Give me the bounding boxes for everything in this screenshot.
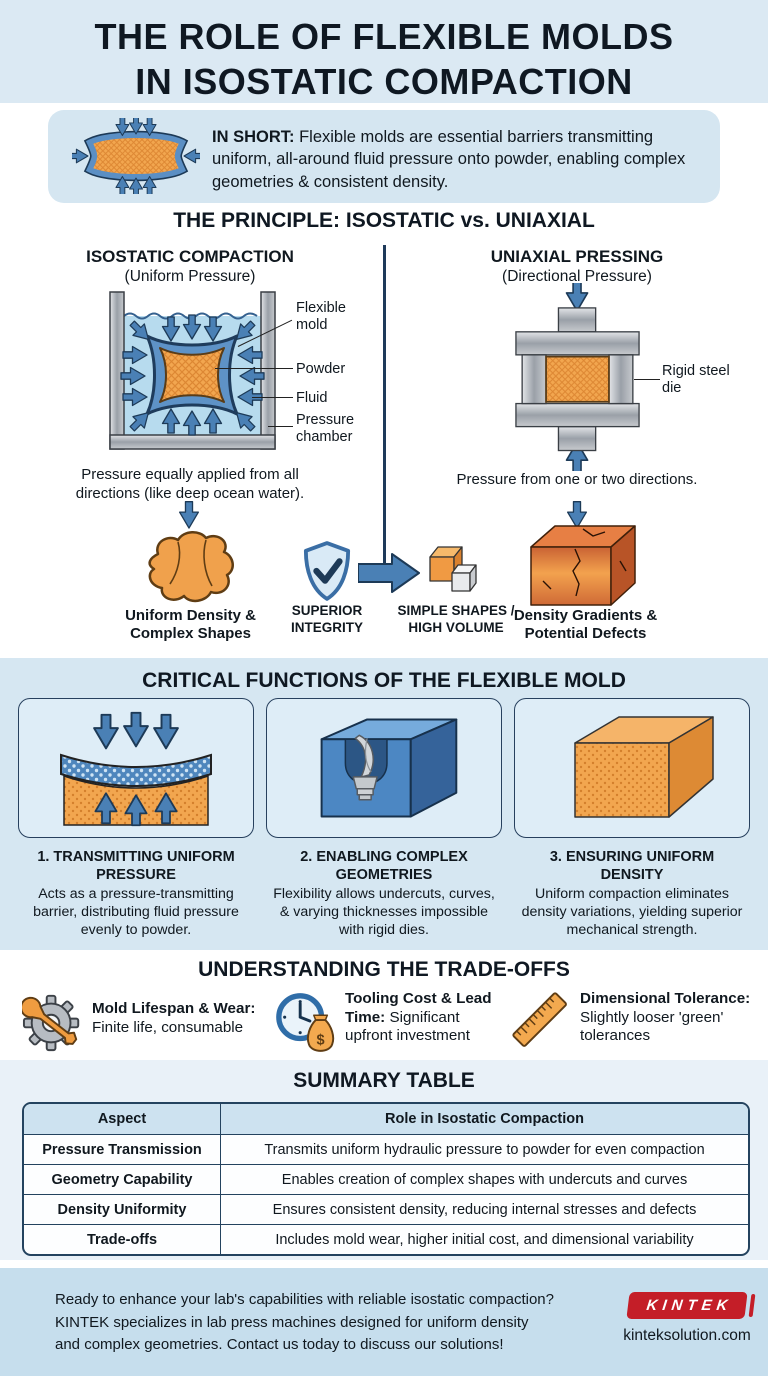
tradeoffs-heading: UNDERSTANDING THE TRADE-OFFS [198, 958, 570, 981]
function-card-title: 2. ENABLING COMPLEX GEOMETRIES [300, 849, 468, 884]
summary-table: Aspect Role in Isostatic Compaction Pres… [22, 1102, 750, 1256]
table-row-role: Includes mold wear, higher initial cost,… [220, 1224, 748, 1254]
table-row-role: Ensures consistent density, reducing int… [220, 1194, 748, 1224]
isostatic-subtitle: (Uniform Pressure) [124, 268, 256, 285]
function-card-3: 3. ENSURING UNIFORM DENSITY Uniform comp… [514, 698, 750, 940]
table-row-aspect: Geometry Capability [24, 1164, 220, 1194]
label-flexible-mold: Flexible mold [296, 300, 346, 333]
leader-rigid-die [634, 379, 660, 380]
page-title: THE ROLE OF FLEXIBLE MOLDS IN ISOSTATIC … [0, 14, 768, 105]
column-divider [383, 245, 386, 565]
dollar-glyph: $ [316, 1032, 324, 1048]
function-card-text: Uniform compaction eliminates density va… [521, 886, 743, 939]
clock-money-icon: $ [276, 993, 335, 1052]
uniaxial-subtitle: (Directional Pressure) [502, 268, 652, 285]
principle-section: THE PRINCIPLE: ISOSTATIC vs. UNIAXIAL IS… [0, 203, 768, 658]
in-short-label: IN SHORT: [212, 128, 295, 146]
table-row-role: Enables creation of complex shapes with … [220, 1164, 748, 1194]
kintek-logo-text: KINTEK [645, 1297, 734, 1314]
isostatic-title: ISOSTATIC COMPACTION [86, 247, 294, 266]
uniform-density-cube-icon [574, 716, 714, 818]
isostatic-diagram [109, 291, 276, 450]
ruler-icon [512, 992, 567, 1047]
label-pressure-chamber: Pressure chamber [296, 412, 355, 445]
function-card-text: Acts as a pressure-transmitting barrier,… [33, 886, 239, 939]
footer: Ready to enhance your lab's capabilities… [0, 1268, 768, 1376]
uniform-pressure-icon [60, 711, 212, 827]
complex-shape-blob-icon [148, 531, 234, 603]
down-arrow-icon [178, 501, 200, 529]
function-card-title: 3. ENSURING UNIFORM DENSITY [549, 849, 715, 884]
uniaxial-result: Density Gradients & Potential Defects [513, 607, 658, 642]
isostatic-caption: Pressure equally applied from all direct… [75, 466, 305, 503]
function-card-title: 1. TRANSMITTING UNIFORM PRESSURE [37, 849, 235, 884]
principle-heading: THE PRINCIPLE: ISOSTATIC vs. UNIAXIAL [173, 209, 595, 232]
simple-cubes-icon [429, 546, 477, 592]
table-row-aspect: Pressure Transmission [24, 1134, 220, 1164]
complex-geometry-mold-icon [320, 718, 458, 818]
tradeoffs-section: UNDERSTANDING THE TRADE-OFFS [0, 950, 768, 1060]
title-line1: THE ROLE OF FLEXIBLE MOLDS [94, 16, 674, 57]
gear-wrench-icon [22, 994, 80, 1052]
label-fluid: Fluid [296, 390, 328, 406]
table-row-role: Transmits uniform hydraulic pressure to … [220, 1134, 748, 1164]
column-header-role: Role in Isostatic Compaction [220, 1104, 748, 1134]
tradeoff-item-1: Mold Lifespan & Wear: Finite life, consu… [92, 1000, 256, 1036]
leader-pressure-chamber [268, 426, 293, 427]
header: THE ROLE OF FLEXIBLE MOLDS IN ISOSTATIC … [0, 0, 768, 103]
footer-text: Ready to enhance your lab's capabilities… [55, 1291, 554, 1353]
critical-functions-section: CRITICAL FUNCTIONS OF THE FLEXIBLE MOLD [0, 658, 768, 950]
tradeoff-item-3: Dimensional Tolerance: Slightly looser '… [580, 990, 751, 1045]
leader-fluid [252, 397, 293, 398]
function-card-text: Flexibility allows undercuts, curves, & … [273, 886, 495, 939]
uniaxial-title: UNIAXIAL PRESSING [490, 247, 664, 266]
uniaxial-diagram [515, 283, 640, 471]
leader-powder [215, 368, 293, 369]
table-row-aspect: Density Uniformity [24, 1194, 220, 1224]
website-url: kinteksolution.com [623, 1327, 751, 1344]
summary-heading: SUMMARY TABLE [293, 1069, 475, 1092]
title-line2: IN ISOSTATIC COMPACTION [135, 61, 633, 103]
functions-heading: CRITICAL FUNCTIONS OF THE FLEXIBLE MOLD [142, 669, 626, 692]
in-short-text: IN SHORT: Flexible molds are essential b… [212, 126, 710, 193]
simple-shapes-label: SIMPLE SHAPES / HIGH VOLUME [397, 603, 515, 635]
column-header-aspect: Aspect [24, 1104, 220, 1134]
label-rigid-die: Rigid steel die [662, 363, 730, 396]
flexible-mold-icon [72, 118, 200, 194]
cracked-cube-icon [530, 525, 636, 606]
table-row-aspect: Trade-offs [24, 1224, 220, 1254]
function-card-2: 2. ENABLING COMPLEX GEOMETRIES Flexibili… [266, 698, 502, 940]
in-short-box: IN SHORT: Flexible molds are essential b… [48, 110, 720, 203]
uniaxial-caption: Pressure from one or two directions. [456, 471, 698, 488]
function-card-1: 1. TRANSMITTING UNIFORM PRESSURE Acts as… [18, 698, 254, 940]
superior-integrity-label: SUPERIOR INTEGRITY [290, 603, 363, 635]
function-cards: 1. TRANSMITTING UNIFORM PRESSURE Acts as… [0, 698, 768, 940]
tradeoff-item-2: Tooling Cost & Lead Time: Significant up… [345, 990, 492, 1045]
brand-block: KINTEK kinteksolution.com [618, 1292, 756, 1345]
kintek-logo: KINTEK [626, 1292, 748, 1319]
summary-section: SUMMARY TABLE Aspect Role in Isostatic C… [0, 1060, 768, 1260]
isostatic-result: Uniform Density & Complex Shapes [125, 607, 256, 642]
shield-check-icon [303, 541, 351, 601]
label-powder: Powder [296, 361, 346, 377]
in-short-body: Flexible molds are essential barriers tr… [212, 128, 686, 191]
right-arrow-icon [358, 553, 420, 593]
